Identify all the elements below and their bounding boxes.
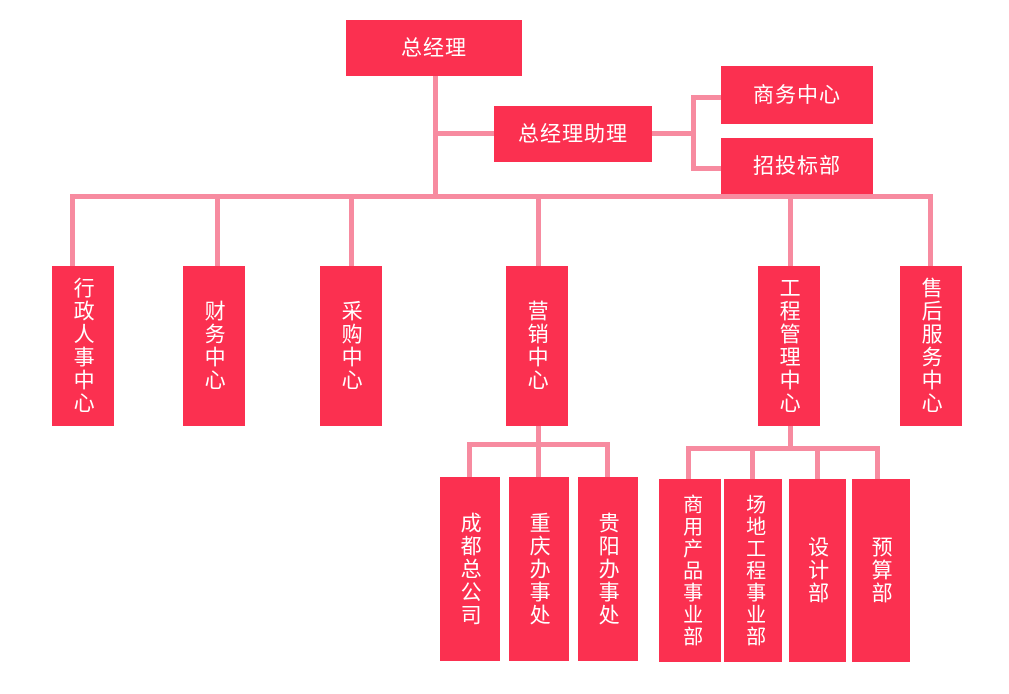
node-chongqing-office[interactable]: 重庆办事处: [509, 477, 569, 661]
connector-to-business-center: [691, 95, 723, 100]
node-finance-center[interactable]: 财务中心: [183, 266, 245, 426]
node-design-dept[interactable]: 设计部: [789, 479, 846, 662]
node-general-manager[interactable]: 总经理: [346, 20, 522, 76]
connector-drop-chongqing: [536, 442, 541, 478]
node-engineering-mgmt-center[interactable]: 工程管理中心: [758, 266, 820, 426]
connector-assistant-stub: [651, 131, 696, 136]
connector-to-bidding-dept: [691, 166, 723, 171]
connector-assistant-riser: [691, 95, 696, 171]
connector-drop-engineering: [788, 194, 793, 267]
node-commercial-product-div[interactable]: 商用产品事业部: [659, 479, 721, 662]
connector-drop-aftersales: [928, 194, 933, 267]
node-purchasing-center[interactable]: 采购中心: [320, 266, 382, 426]
connector-drop-design: [815, 446, 820, 480]
connector-drop-admin-hr: [70, 194, 75, 267]
node-marketing-center[interactable]: 营销中心: [506, 266, 568, 426]
node-budget-dept[interactable]: 预算部: [852, 479, 910, 662]
connector-drop-site-engineering: [750, 446, 755, 480]
connector-engineering-stem: [788, 426, 793, 448]
connector-drop-purchasing: [349, 194, 354, 267]
connector-gm-trunk: [433, 76, 438, 198]
node-bidding-dept[interactable]: 招投标部: [721, 138, 873, 194]
node-business-center[interactable]: 商务中心: [721, 66, 873, 124]
connector-main-bus: [70, 194, 933, 199]
node-gm-assistant[interactable]: 总经理助理: [494, 106, 652, 162]
node-site-engineering-div[interactable]: 场地工程事业部: [724, 479, 782, 662]
node-guiyang-office[interactable]: 贵阳办事处: [578, 477, 638, 661]
node-chengdu-hq[interactable]: 成都总公司: [440, 477, 500, 661]
connector-engineering-bus: [686, 446, 880, 451]
connector-drop-budget: [875, 446, 880, 480]
connector-marketing-stem: [536, 426, 541, 446]
connector-drop-guiyang: [605, 442, 610, 478]
connector-drop-marketing: [536, 194, 541, 267]
node-aftersales-center[interactable]: 售后服务中心: [900, 266, 962, 426]
connector-drop-chengdu: [467, 442, 472, 478]
connector-drop-finance: [215, 194, 220, 267]
node-admin-hr-center[interactable]: 行政人事中心: [52, 266, 114, 426]
connector-gm-to-assistant: [433, 131, 495, 136]
connector-drop-commercial-product: [686, 446, 691, 480]
